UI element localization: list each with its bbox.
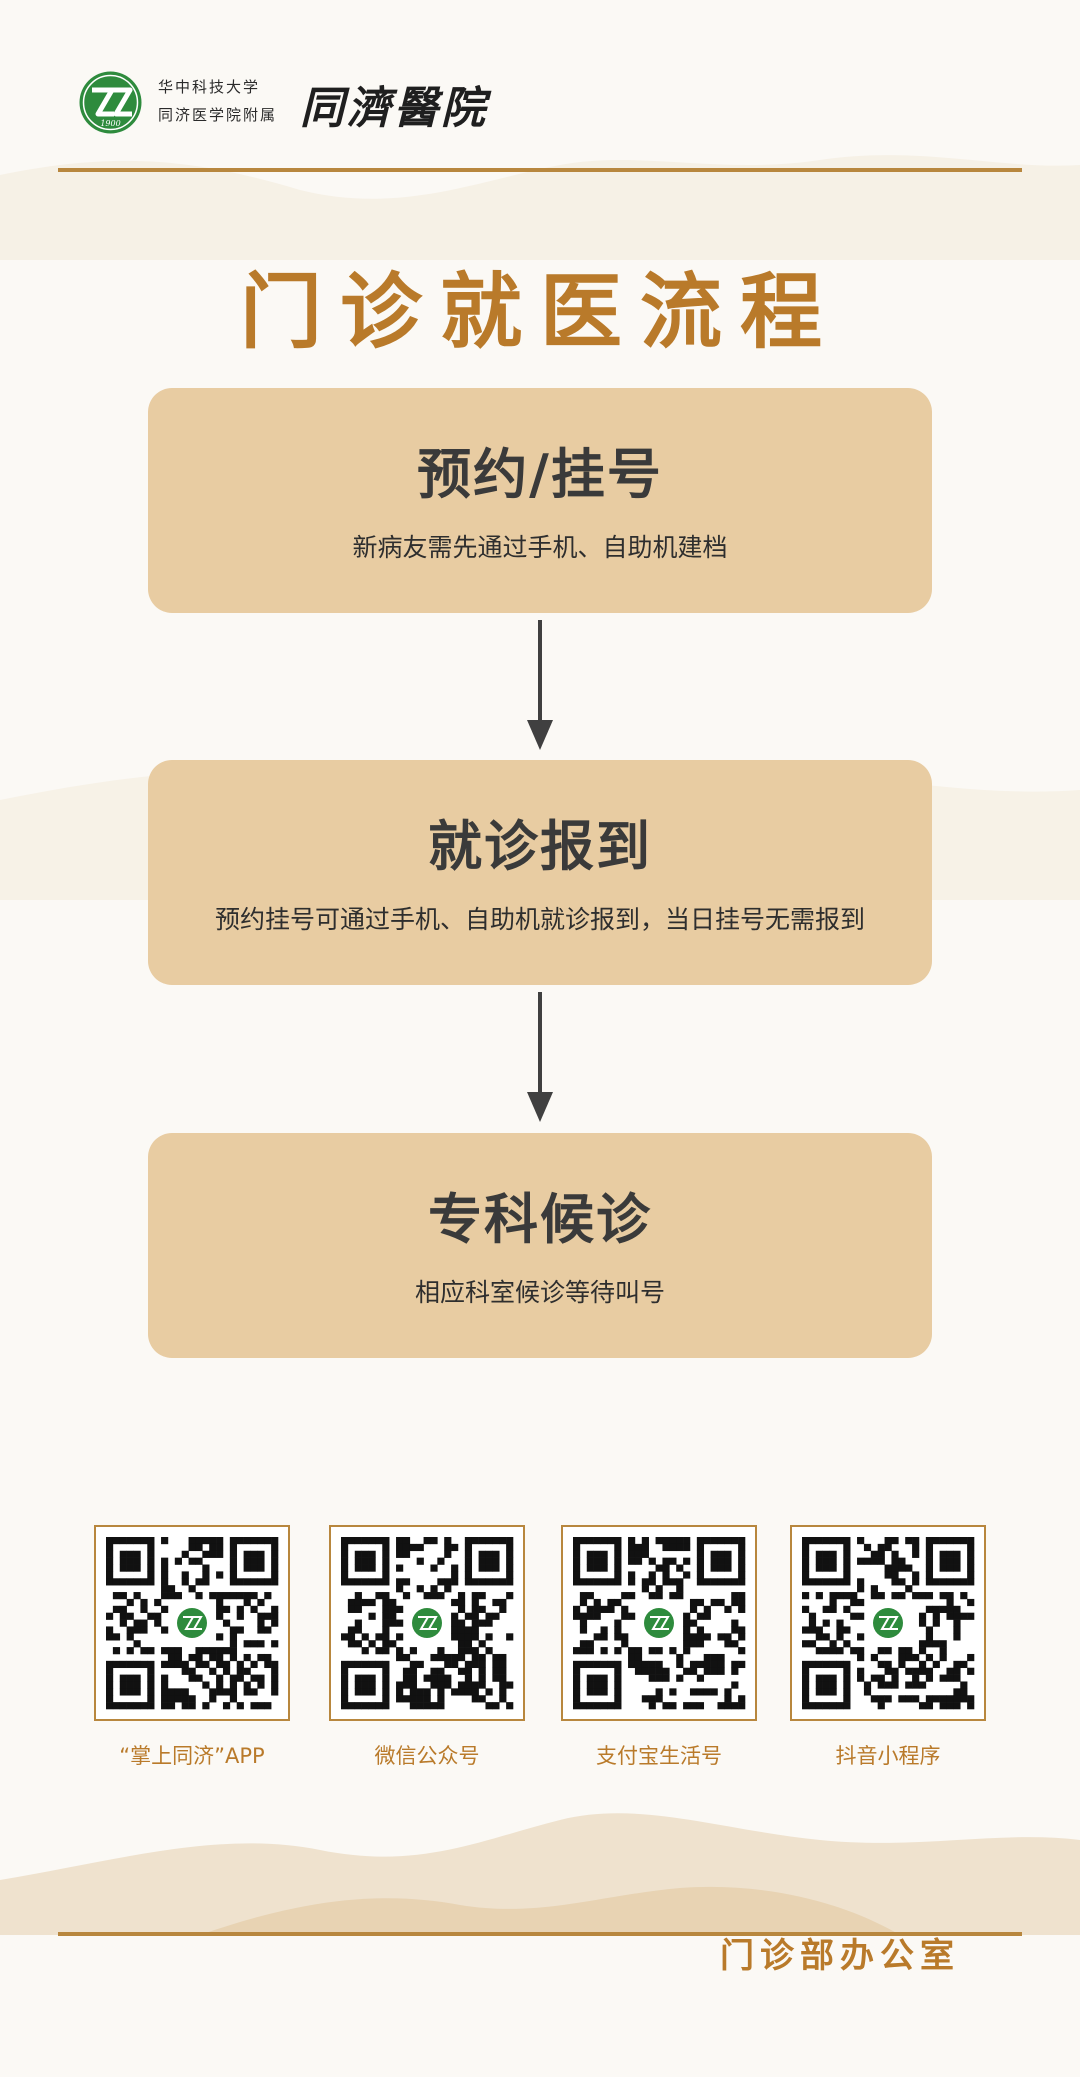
step-card-registration: 预约/挂号 新病友需先通过手机、自助机建档 xyxy=(148,388,932,613)
qr-center-logo-icon xyxy=(177,1608,207,1638)
logo-year: 1900 xyxy=(100,119,120,128)
footer-department: 门诊部办公室 xyxy=(720,1936,960,1976)
arrow-down-icon xyxy=(527,620,553,750)
step-card-checkin: 就诊报到 预约挂号可通过手机、自助机就诊报到，当日挂号无需报到 xyxy=(148,760,932,985)
qr-center-logo-icon xyxy=(644,1608,674,1638)
qr-label-douyin: 抖音小程序 xyxy=(835,1744,941,1768)
qr-code-douyin[interactable] xyxy=(790,1525,986,1721)
qr-label-wechat: 微信公众号 xyxy=(374,1744,480,1768)
qr-pattern xyxy=(106,1537,279,1710)
step-title: 就诊报到 xyxy=(428,815,652,878)
qr-center-logo-icon xyxy=(873,1608,903,1638)
step-subtitle: 预约挂号可通过手机、自助机就诊报到，当日挂号无需报到 xyxy=(214,905,865,934)
qr-label-alipay: 支付宝生活号 xyxy=(596,1744,722,1768)
qr-code-wechat[interactable] xyxy=(329,1525,525,1721)
qr-label-app: “掌上同济”APP xyxy=(119,1744,265,1768)
qr-code-app[interactable] xyxy=(94,1525,290,1721)
step-title: 预约/挂号 xyxy=(417,443,663,506)
qr-pattern xyxy=(802,1537,975,1710)
step-card-waiting: 专科候诊 相应科室候诊等待叫号 xyxy=(148,1133,932,1358)
university-name: 华中科技大学 xyxy=(158,78,261,96)
qr-pattern xyxy=(573,1537,746,1710)
header-divider xyxy=(58,168,1022,172)
arrow-down-icon xyxy=(527,992,553,1122)
page-title: 门诊就医流程 xyxy=(239,265,840,360)
footer-divider xyxy=(58,1932,1022,1936)
hospital-name: 同濟醫院 xyxy=(300,83,488,134)
step-subtitle: 相应科室候诊等待叫号 xyxy=(414,1278,665,1307)
hospital-logo: 1900 xyxy=(78,70,143,135)
step-subtitle: 新病友需先通过手机、自助机建档 xyxy=(352,533,728,562)
qr-center-logo-icon xyxy=(412,1608,442,1638)
qr-pattern xyxy=(341,1537,514,1710)
qr-code-alipay[interactable] xyxy=(561,1525,757,1721)
step-title: 专科候诊 xyxy=(428,1188,652,1251)
college-name: 同济医学院附属 xyxy=(158,106,278,124)
